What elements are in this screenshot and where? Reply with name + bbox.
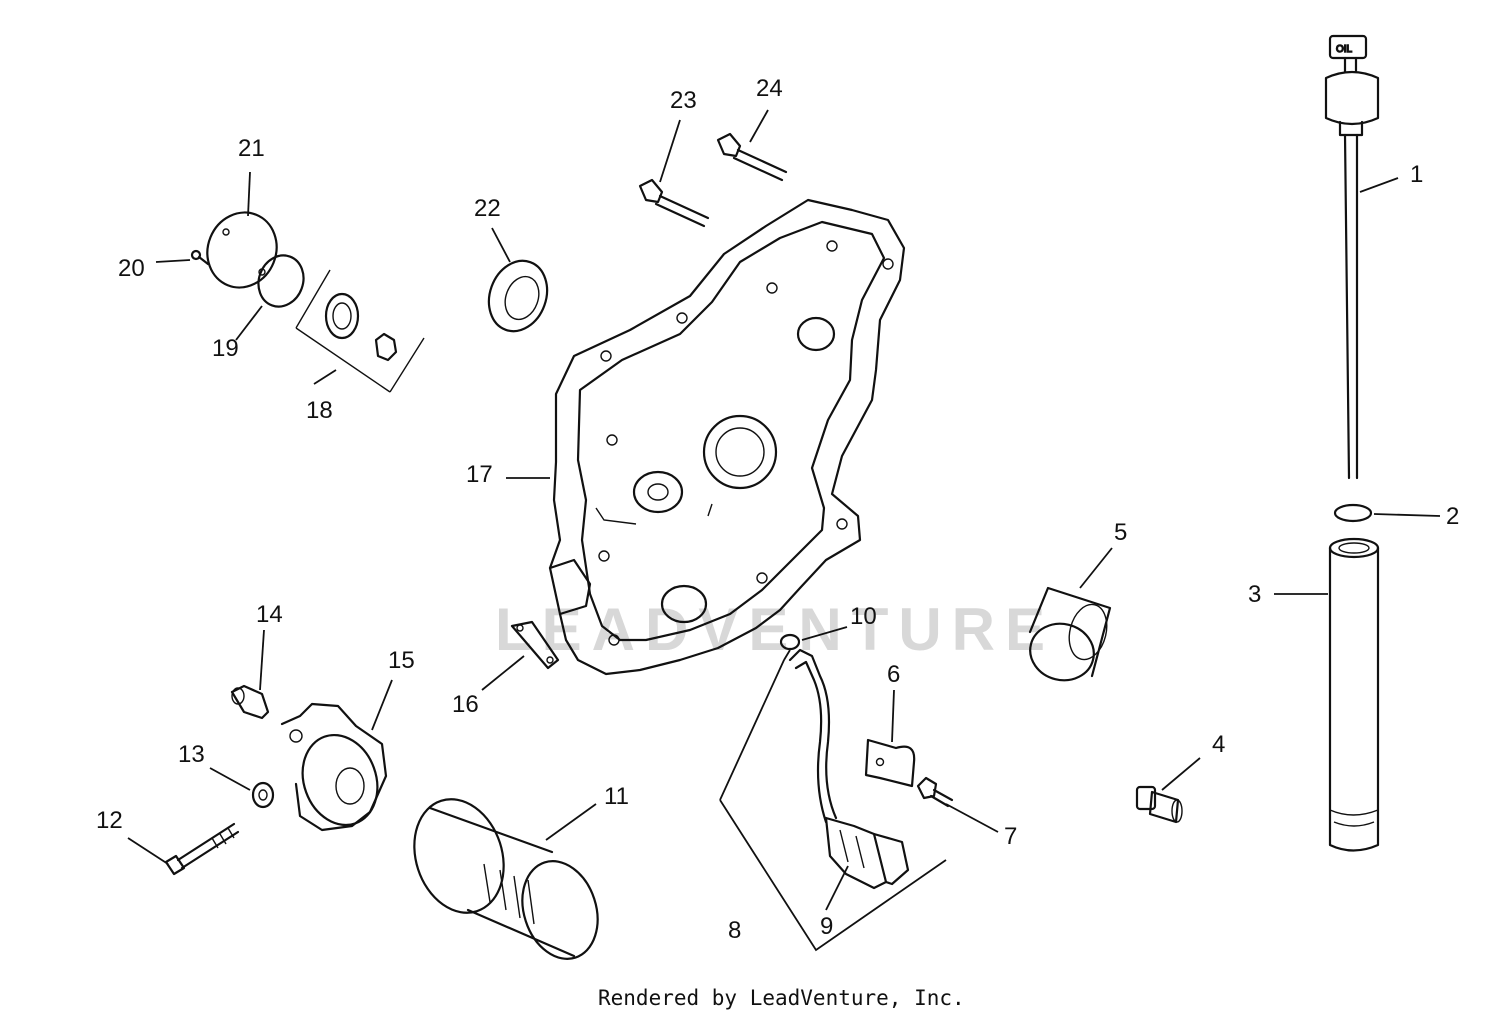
- part-washer-13[interactable]: [251, 781, 275, 809]
- part-bolt-23[interactable]: [638, 178, 710, 228]
- callout-11: 11: [604, 783, 629, 810]
- part-dipstick-tube[interactable]: [1328, 537, 1380, 852]
- part-pressure-switch[interactable]: [230, 684, 270, 720]
- part-filter-adapter[interactable]: [280, 702, 390, 836]
- callout-1: 1: [1410, 161, 1423, 188]
- part-oil-sensor-harness[interactable]: [788, 648, 910, 890]
- callout-2: 2: [1446, 503, 1459, 530]
- part-bolt-12[interactable]: [164, 822, 240, 876]
- part-o-ring-10[interactable]: [779, 633, 801, 651]
- part-clamp[interactable]: [864, 738, 916, 788]
- part-pump-cover[interactable]: [196, 202, 288, 298]
- callout-24: 24: [756, 75, 783, 102]
- callout-19: 19: [212, 335, 239, 362]
- callout-22: 22: [474, 195, 501, 222]
- part-screw-20[interactable]: [190, 249, 210, 266]
- callout-9: 9: [820, 913, 833, 940]
- part-oil-filter[interactable]: [400, 788, 610, 969]
- callout-3: 3: [1248, 581, 1261, 608]
- leader-lines: [127, 109, 1441, 952]
- part-gasket-16[interactable]: [510, 620, 560, 670]
- callout-labels: 1 2 3 4 5 6 7 8 9 10 11 12 13 14 15 16 1…: [96, 75, 1459, 944]
- callout-16: 16: [452, 691, 479, 718]
- part-gerotor-set[interactable]: [295, 269, 425, 393]
- footer-credit: Rendered by LeadVenture, Inc.: [598, 986, 965, 1010]
- callout-10: 10: [850, 603, 877, 630]
- callout-23: 23: [670, 87, 697, 114]
- part-bolt-24[interactable]: [716, 132, 788, 182]
- callout-18: 18: [306, 397, 333, 424]
- part-screw-7[interactable]: [916, 776, 954, 808]
- part-bushing[interactable]: [1024, 586, 1112, 687]
- part-closure-plate[interactable]: [548, 198, 906, 676]
- watermark-text: LEADVENTURE: [495, 596, 1055, 663]
- callout-12: 12: [96, 807, 123, 834]
- callout-20: 20: [118, 255, 145, 282]
- callout-6: 6: [887, 661, 900, 688]
- part-oil-seal[interactable]: [479, 253, 556, 340]
- dipstick-oil-label: OIL: [1336, 44, 1353, 55]
- callout-7: 7: [1004, 823, 1017, 850]
- callout-15: 15: [388, 647, 415, 674]
- part-o-ring-19[interactable]: [251, 249, 310, 313]
- callout-21: 21: [238, 135, 265, 162]
- callout-17: 17: [466, 461, 493, 488]
- part-o-ring-2[interactable]: [1333, 503, 1373, 523]
- callout-5: 5: [1114, 519, 1127, 546]
- callout-13: 13: [178, 741, 205, 768]
- part-fitting-4[interactable]: [1135, 785, 1183, 824]
- callout-14: 14: [256, 601, 283, 628]
- callout-4: 4: [1212, 731, 1225, 758]
- callout-8: 8: [728, 917, 741, 944]
- part-dipstick[interactable]: OIL: [1324, 34, 1380, 480]
